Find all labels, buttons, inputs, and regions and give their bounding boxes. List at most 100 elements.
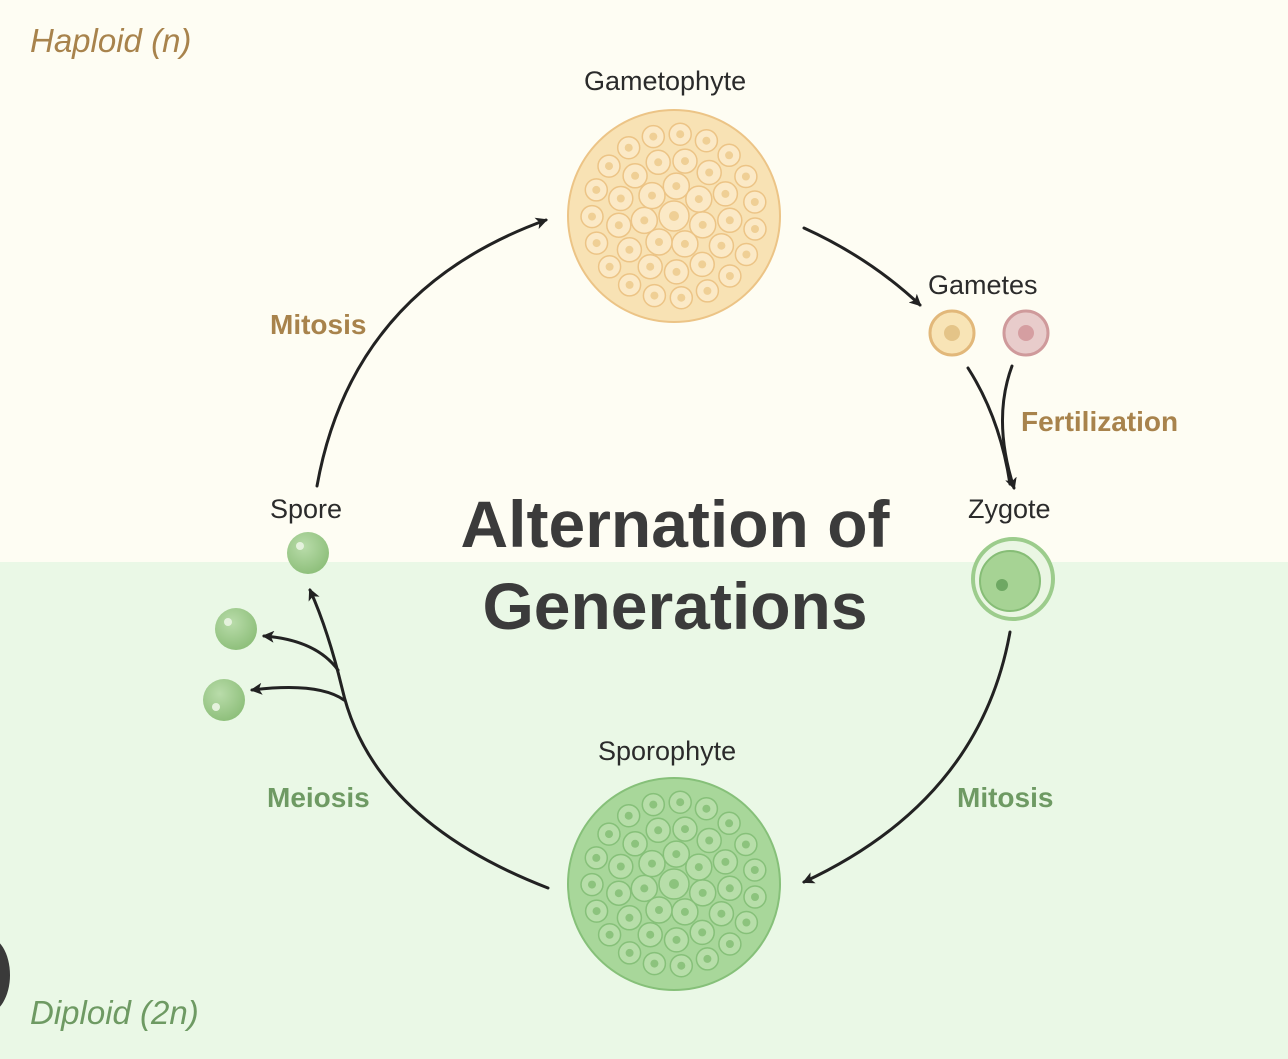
sporophyte-label: Sporophyte — [598, 736, 737, 766]
cell-nucleus — [672, 267, 681, 276]
cell-nucleus — [649, 800, 658, 809]
haploid-zone-label: Haploid (n) — [30, 22, 192, 59]
cell-nucleus — [680, 907, 689, 916]
gametophyte-illustration — [567, 109, 781, 323]
cell-nucleus — [646, 930, 655, 939]
spore-label: Spore — [270, 494, 343, 524]
cell-nucleus — [648, 859, 656, 868]
cell-nucleus — [681, 157, 689, 166]
cell-nucleus — [614, 889, 623, 898]
cell-nucleus — [725, 151, 734, 160]
cell-nucleus — [605, 930, 614, 939]
cell-nucleus — [605, 830, 613, 839]
cell-nucleus — [640, 884, 649, 893]
cell-nucleus — [676, 130, 685, 139]
cell-nucleus — [717, 909, 726, 918]
cell-nucleus — [631, 171, 640, 180]
cell-nucleus — [698, 220, 707, 229]
cell-nucleus — [681, 825, 689, 834]
cell-nucleus — [616, 194, 625, 203]
arrow-branch-upper-spore — [262, 630, 340, 672]
cell-nucleus — [655, 906, 663, 914]
cell-nucleus — [721, 189, 730, 198]
mitosis-spore-label: Mitosis — [270, 309, 367, 340]
cell-nucleus — [750, 198, 759, 206]
meiosis-label: Meiosis — [267, 782, 370, 813]
cell-nucleus — [717, 241, 726, 250]
fertilization-label: Fertilization — [1021, 406, 1179, 437]
cell-nucleus — [680, 239, 689, 248]
cell-nucleus — [741, 172, 750, 181]
cell-nucleus — [721, 857, 730, 866]
cell-nucleus — [625, 948, 634, 957]
cell-nucleus — [725, 940, 734, 948]
cell-nucleus — [702, 804, 711, 813]
cell-nucleus — [640, 216, 649, 225]
cell-nucleus — [741, 840, 750, 849]
cell-nucleus — [703, 286, 712, 295]
cell-nucleus — [725, 884, 734, 893]
cell-nucleus — [698, 260, 707, 269]
cell-nucleus — [592, 853, 601, 862]
diagram-title-line-1: Alternation of — [460, 487, 890, 561]
cell-nucleus — [592, 907, 601, 916]
cell-nucleus — [725, 819, 734, 828]
cell-nucleus — [631, 839, 640, 848]
cell-nucleus — [694, 195, 703, 204]
zygote-cell — [971, 537, 1055, 621]
cell-nucleus — [649, 132, 658, 141]
cell-nucleus — [725, 216, 734, 225]
spore-cell-lower — [203, 679, 245, 721]
zygote-label: Zygote — [968, 494, 1051, 524]
cell-nucleus — [625, 245, 634, 254]
cell-nucleus — [750, 866, 759, 874]
cell-nucleus — [751, 225, 759, 233]
cell-nucleus — [672, 935, 681, 944]
mitosis-zygote-label: Mitosis — [957, 782, 1054, 813]
cell-nucleus — [625, 913, 634, 922]
diploid-zone-label: Diploid (2n) — [30, 994, 199, 1031]
cell-nucleus — [698, 928, 707, 937]
cell-nucleus — [655, 238, 663, 246]
spore-cell-upper — [215, 608, 257, 650]
gametophyte-cells — [580, 122, 767, 310]
sporophyte-illustration — [567, 777, 781, 991]
arrow-branch-lower-spore — [250, 682, 346, 702]
cell-nucleus — [751, 893, 759, 901]
cell-nucleus — [654, 826, 663, 835]
cell-nucleus — [605, 162, 613, 171]
cell-nucleus — [614, 221, 623, 230]
cell-nucleus — [702, 136, 711, 145]
cell-nucleus — [624, 143, 633, 152]
cell-nucleus — [592, 239, 601, 248]
gametophyte-label: Gametophyte — [584, 66, 747, 96]
cell-nucleus — [650, 959, 659, 968]
cell-nucleus — [646, 262, 655, 271]
gamete-egg-cell — [928, 309, 976, 357]
cell-nucleus — [592, 185, 601, 194]
cell-nucleus — [703, 954, 712, 963]
cell-nucleus — [677, 293, 686, 302]
cell-nucleus — [654, 158, 663, 167]
cell-nucleus — [694, 863, 703, 872]
cell-nucleus — [624, 811, 633, 820]
arrow-spore-to-gametophyte — [315, 217, 548, 488]
cell-nucleus — [616, 862, 625, 871]
cell-nucleus — [669, 879, 679, 889]
cell-nucleus — [677, 961, 686, 970]
arrow-gametophyte-to-gametes — [802, 226, 922, 307]
spore-cell-main — [287, 532, 329, 574]
cell-nucleus — [588, 880, 596, 889]
cell-nucleus — [676, 798, 685, 807]
cell-nucleus — [650, 291, 659, 300]
gamete-sperm-cell — [1002, 309, 1050, 357]
arrow-sporophyte-to-spores — [308, 588, 550, 890]
arrow-sperm-to-zygote — [1001, 364, 1017, 490]
cell-nucleus — [588, 212, 596, 221]
cell-nucleus — [672, 850, 681, 859]
cell-nucleus — [742, 250, 751, 259]
cell-nucleus — [705, 168, 714, 177]
edge-control-dot — [0, 936, 10, 1014]
